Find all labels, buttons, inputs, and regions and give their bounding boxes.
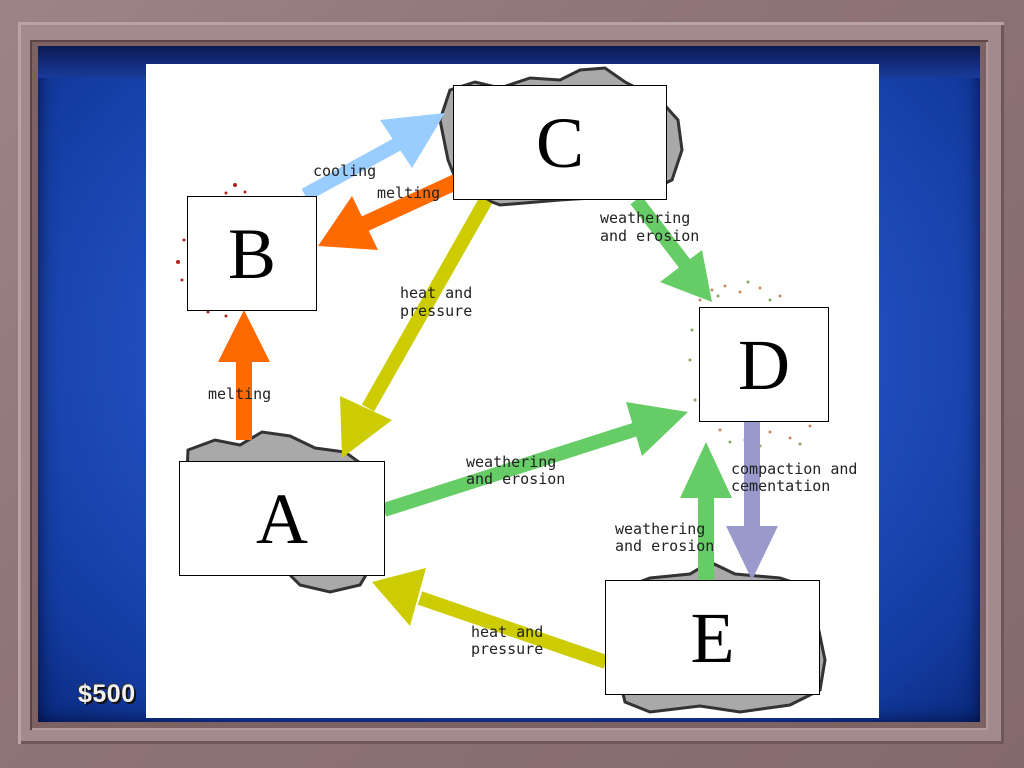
label-melting-c-to-b: melting	[377, 184, 440, 202]
sediment-speckles	[688, 280, 812, 448]
label-compaction-1: compaction and	[731, 460, 857, 478]
label-heat-pressure-c-to-a-2: pressure	[400, 302, 472, 320]
box-b: B	[187, 196, 317, 311]
label-weathering-c-to-d-1: weathering	[600, 209, 690, 227]
box-e: E	[605, 580, 820, 695]
arrow-cooling	[301, 113, 445, 202]
arrow-melting-c-to-b	[318, 172, 464, 250]
box-d: D	[699, 307, 829, 422]
arrow-heat-pressure-c-to-a	[340, 196, 493, 458]
label-weathering-a-to-d-1: weathering	[466, 453, 556, 471]
box-a: A	[179, 461, 385, 576]
arrow-melting-a-to-b	[218, 310, 270, 440]
label-weathering-e-to-d-2: and erosion	[615, 537, 714, 555]
box-c: C	[453, 85, 667, 200]
label-heat-pressure-e-to-a-1: heat and	[471, 623, 543, 641]
label-melting-a-to-b: melting	[208, 385, 271, 403]
arrow-weathering-e-to-d	[680, 442, 732, 580]
label-weathering-c-to-d-2: and erosion	[600, 227, 699, 245]
arrow-weathering-c-to-d	[630, 195, 712, 302]
label-compaction-2: cementation	[731, 477, 830, 495]
magma-speckles	[176, 183, 247, 318]
label-cooling: cooling	[313, 162, 376, 180]
point-value-label: $500	[78, 680, 136, 708]
arrow-weathering-a-to-d	[381, 402, 688, 517]
arrow-compaction-d-to-e	[726, 420, 778, 580]
arrow-heat-pressure-e-to-a	[372, 568, 609, 669]
label-heat-pressure-e-to-a-2: pressure	[471, 640, 543, 658]
label-heat-pressure-c-to-a-1: heat and	[400, 284, 472, 302]
label-weathering-e-to-d-1: weathering	[615, 520, 705, 538]
label-weathering-a-to-d-2: and erosion	[466, 470, 565, 488]
